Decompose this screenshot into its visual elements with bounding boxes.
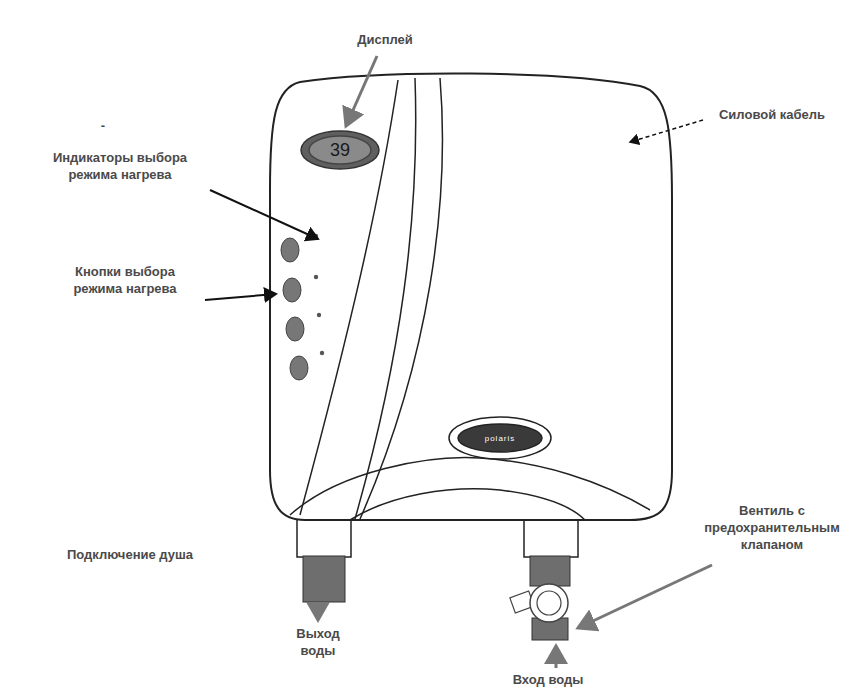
callout-label: Подключение душа xyxy=(67,547,193,564)
callout-label: Индикаторы выбора режима нагрева xyxy=(41,150,199,184)
housing-swoosh xyxy=(300,80,398,515)
brand-logo: polaris xyxy=(448,416,552,460)
leader-line xyxy=(317,604,320,620)
water-outlet-pipe xyxy=(303,556,345,602)
housing-arch xyxy=(290,458,650,515)
heater-housing xyxy=(270,73,672,520)
leader-line xyxy=(555,646,558,668)
water-inlet-pipe-top xyxy=(530,556,570,586)
callout-label: Дисплей xyxy=(357,32,413,49)
callout-label: Силовой кабель xyxy=(719,107,825,124)
display-screen: 39 xyxy=(300,130,380,170)
callout-label: Вентиль с предохранительным клапаном xyxy=(697,503,847,554)
leader-line xyxy=(205,294,276,300)
leader-line xyxy=(630,120,703,142)
safety-valve xyxy=(510,584,568,622)
mode-buttons xyxy=(281,238,308,380)
callout-label: Кнопки выбора режима нагрева xyxy=(55,264,195,298)
leader-line xyxy=(578,565,712,628)
stray-mark: - xyxy=(101,118,105,135)
callout-label: Выход воды xyxy=(289,626,347,660)
callout-label: Вход воды xyxy=(513,672,584,689)
leader-line xyxy=(346,56,377,126)
temperature-reading: 39 xyxy=(330,140,350,161)
mode-indicators xyxy=(314,234,324,355)
housing-arch-inner xyxy=(350,489,585,520)
leader-line xyxy=(210,190,318,239)
logo-text: polaris xyxy=(485,434,516,443)
